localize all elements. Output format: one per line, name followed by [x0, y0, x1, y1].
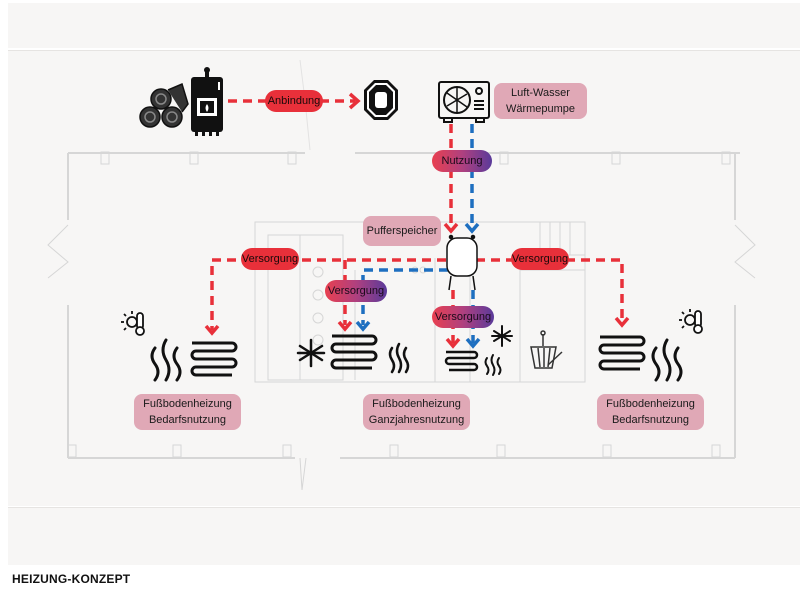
nutzung-label: Nutzung: [432, 150, 492, 172]
zone-left-info-box: Fußbodenheizung Bedarfsnutzung: [134, 394, 241, 430]
underfloor-coil-icon: [330, 334, 378, 370]
heat-pump-info-box: Luft-Wasser Wärmepumpe: [494, 83, 587, 119]
heat-pump-label-line1: Luft-Wasser: [511, 87, 570, 99]
underfloor-coil-icon: [598, 335, 646, 371]
arrow-head: [337, 320, 353, 332]
versorgung-center-label: Versorgung: [432, 306, 494, 328]
top-band: [8, 3, 800, 48]
versorgung-right-label: Versorgung: [511, 248, 569, 270]
sauna-bucket-icon: [530, 330, 563, 369]
arrow-head: [445, 337, 461, 349]
zone-right-line1: Fußbodenheizung: [606, 398, 695, 410]
bottom-band: [8, 507, 800, 565]
weather-thermometer-icon: [679, 309, 703, 334]
anbindung-label: Anbindung: [265, 90, 323, 112]
arrow-head: [348, 92, 361, 110]
zone-left-line1: Fußbodenheizung: [143, 398, 232, 410]
snowflake-icon: [491, 325, 513, 347]
buffer-tank-icon: [446, 234, 478, 291]
diagram-panel: [8, 50, 800, 506]
diagram-caption: HEIZUNG-KONZEPT: [12, 572, 131, 586]
arrow-head: [204, 324, 220, 336]
weather-thermometer-icon: [121, 311, 145, 336]
zone-center-line1: Fußbodenheizung: [372, 398, 461, 410]
heat-waves-icon: [150, 338, 182, 382]
stop-hand-icon: [364, 80, 398, 120]
zone-left-line2: Bedarfsnutzung: [148, 414, 227, 426]
versorgung-mid-label: Versorgung: [325, 280, 387, 302]
arrow-head: [355, 320, 371, 332]
firewood-icon: [139, 82, 189, 128]
heat-waves-icon: [484, 354, 502, 376]
zone-right-line2: Bedarfsnutzung: [611, 414, 690, 426]
heat-waves-icon: [388, 342, 410, 374]
zone-right-info-box: Fußbodenheizung Bedarfsnutzung: [597, 394, 704, 430]
heat-pump-icon: [438, 81, 490, 123]
pufferspeicher-label: Pufferspeicher: [363, 216, 441, 246]
arrow-head: [614, 316, 630, 328]
underfloor-coil-icon: [444, 350, 479, 372]
arrow-head: [443, 222, 459, 234]
zone-center-line2: Ganzjahresnutzung: [368, 414, 465, 426]
heat-pump-label-line2: Wärmepumpe: [505, 103, 576, 115]
arrow-head: [465, 337, 481, 349]
zone-center-info-box: Fußbodenheizung Ganzjahresnutzung: [363, 394, 470, 430]
wood-boiler-icon: [191, 67, 223, 136]
versorgung-left-label: Versorgung: [241, 248, 299, 270]
heat-waves-icon: [651, 338, 683, 382]
heat-pump-lines: [449, 124, 474, 228]
snowflake-icon: [296, 338, 326, 368]
floor-plan: [47, 59, 756, 491]
underfloor-coil-icon: [190, 341, 238, 377]
arrow-head: [464, 222, 480, 234]
